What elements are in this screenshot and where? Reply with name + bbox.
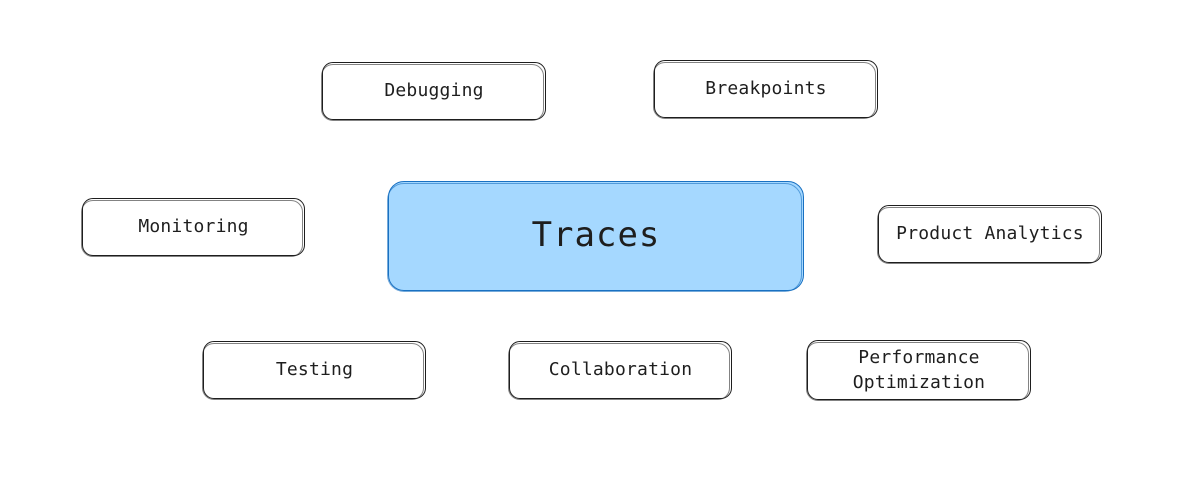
node-label: Debugging: [384, 80, 484, 102]
node-breakpoints: Breakpoints: [653, 60, 878, 119]
node-testing: Testing: [202, 341, 426, 400]
node-product-analytics: Product Analytics: [877, 205, 1102, 264]
node-label: Breakpoints: [705, 78, 827, 100]
node-traces-center: Traces: [387, 181, 804, 292]
node-performance-optimization: Performance Optimization: [806, 340, 1031, 401]
node-monitoring: Monitoring: [81, 198, 305, 257]
node-label: Performance Optimization: [852, 346, 986, 393]
node-label: Testing: [275, 359, 354, 381]
node-label: Collaboration: [548, 359, 693, 381]
center-label: Traces: [531, 215, 661, 256]
node-label: Monitoring: [138, 216, 249, 238]
node-debugging: Debugging: [321, 62, 546, 121]
node-label: Product Analytics: [896, 223, 1084, 245]
node-collaboration: Collaboration: [508, 341, 732, 400]
